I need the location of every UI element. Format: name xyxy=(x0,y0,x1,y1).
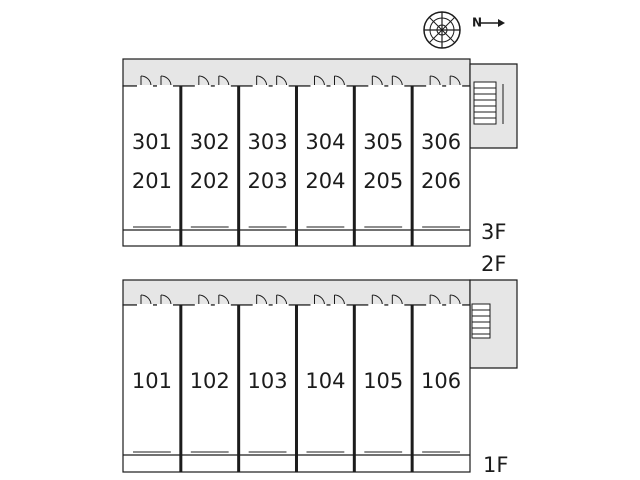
door-icon xyxy=(426,75,443,87)
upper-corridor xyxy=(122,58,471,87)
unit-label: 305 xyxy=(363,130,403,154)
floor-label-2f: 2F xyxy=(481,252,506,276)
upper-doors xyxy=(137,75,463,87)
unit-label: 206 xyxy=(421,169,461,193)
door-icon xyxy=(330,294,347,306)
door-icon xyxy=(388,75,405,87)
lower-doors xyxy=(137,294,463,306)
door-icon xyxy=(214,75,231,87)
unit-label: 102 xyxy=(190,369,230,393)
compass-rose-icon xyxy=(423,11,461,49)
unit-label: 301 xyxy=(132,130,172,154)
door-icon xyxy=(194,75,211,87)
unit-label: 201 xyxy=(132,169,172,193)
unit-label: 202 xyxy=(190,169,230,193)
door-icon xyxy=(137,75,153,87)
unit-label: 106 xyxy=(421,369,461,393)
door-icon xyxy=(157,75,173,87)
lower-stairs-icon xyxy=(471,303,491,339)
door-icon xyxy=(272,294,289,306)
door-icon xyxy=(388,294,405,306)
door-icon xyxy=(446,75,463,87)
unit-label: 303 xyxy=(248,130,288,154)
door-icon xyxy=(272,75,289,87)
compass: N xyxy=(423,11,505,49)
unit-label: 205 xyxy=(363,169,403,193)
upper-units: 301 201 302 202 303 203 304 204 305 205 306 206 xyxy=(132,86,461,246)
door-icon xyxy=(157,294,173,306)
door-icon xyxy=(368,75,385,87)
unit-label: 204 xyxy=(305,169,345,193)
compass-label: N xyxy=(472,16,482,30)
compass-arrow-head xyxy=(498,19,505,27)
floor-label-3f: 3F xyxy=(481,220,506,244)
unit-label: 101 xyxy=(132,369,172,393)
unit-label: 304 xyxy=(305,130,345,154)
unit-label: 302 xyxy=(190,130,230,154)
lower-block: 101 102 103 104 105 106 1F xyxy=(122,279,518,477)
floor-label-1f: 1F xyxy=(483,453,508,477)
door-icon xyxy=(310,294,327,306)
unit-label: 103 xyxy=(248,369,288,393)
unit-label: 104 xyxy=(305,369,345,393)
unit-label: 105 xyxy=(363,369,403,393)
upper-stairs-icon xyxy=(473,81,504,125)
door-icon xyxy=(252,75,269,87)
unit-label: 306 xyxy=(421,130,461,154)
door-icon xyxy=(426,294,443,306)
lower-units: 101 102 103 104 105 106 xyxy=(132,305,461,472)
unit-label: 203 xyxy=(248,169,288,193)
door-icon xyxy=(252,294,269,306)
door-icon xyxy=(330,75,347,87)
door-icon xyxy=(214,294,231,306)
door-icon xyxy=(368,294,385,306)
door-icon xyxy=(310,75,327,87)
door-icon xyxy=(194,294,211,306)
door-icon xyxy=(137,294,153,306)
door-icon xyxy=(446,294,463,306)
lower-corridor xyxy=(122,279,471,306)
